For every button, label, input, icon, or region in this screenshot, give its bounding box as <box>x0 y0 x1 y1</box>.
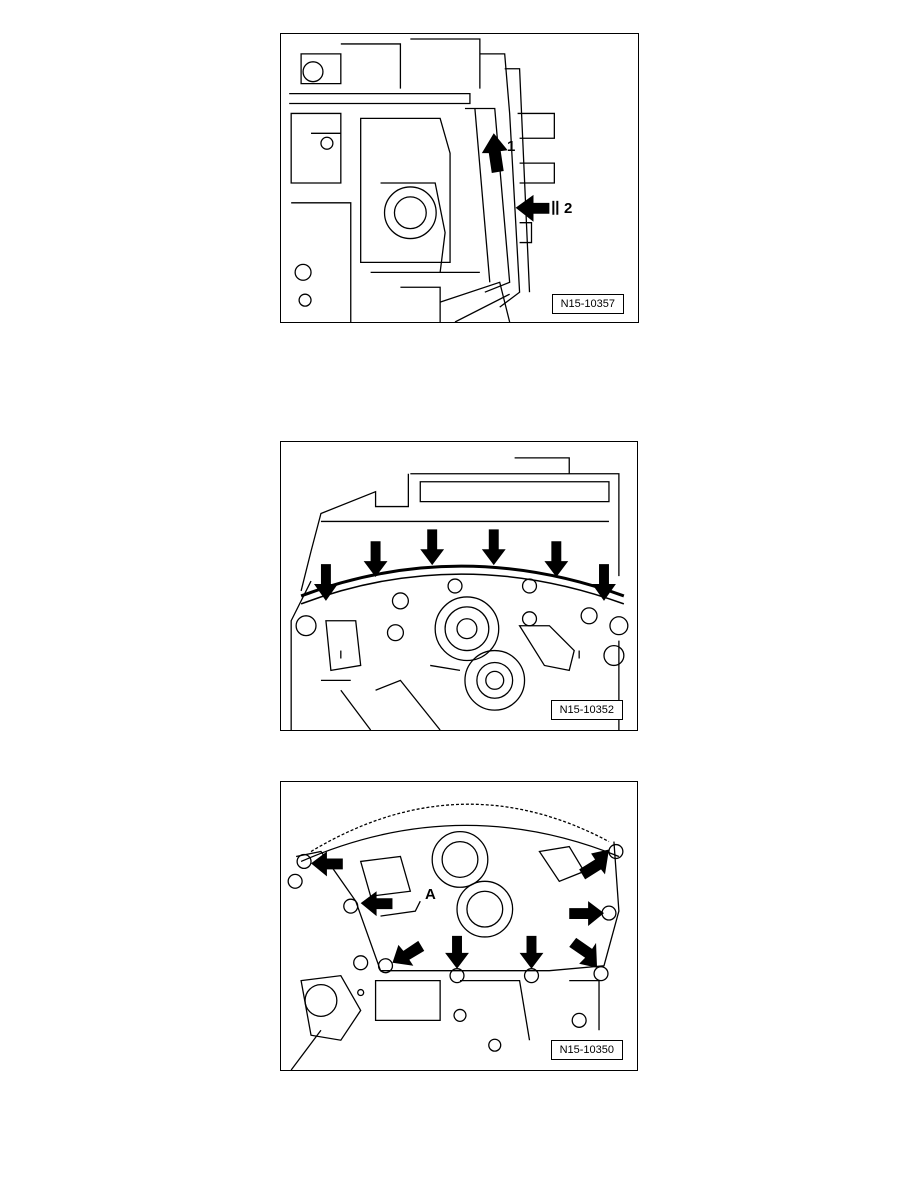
down-arrow-icon <box>445 935 469 969</box>
right-arrow-icon <box>569 901 604 926</box>
engine-cover-side-drawing <box>289 38 559 322</box>
down-arrow-icon <box>592 564 616 601</box>
left-arrow-icon <box>311 851 343 877</box>
diagonal-arrow-icon <box>392 940 425 966</box>
figure-number-label: N15-10357 <box>551 294 624 314</box>
bolt-arrow-icons <box>311 849 609 969</box>
down-arrow-icon <box>519 935 544 969</box>
illustration-figure-1: 1 2 N15-10357 <box>280 33 639 323</box>
illustration-figure-2: N15-10352 <box>280 441 638 731</box>
callout-a: A <box>425 886 436 903</box>
down-arrow-icon <box>481 529 506 566</box>
diagonal-arrow-icon <box>579 849 609 880</box>
figure-number-label: N15-10352 <box>550 700 623 720</box>
diagonal-arrow-icon <box>569 937 598 968</box>
cylinder-head-cover-drawing <box>290 457 629 730</box>
callout-1: 1 <box>507 138 516 155</box>
arrow-2-icon <box>515 194 559 222</box>
down-arrow-icon <box>544 541 569 578</box>
down-arrow-icon <box>420 529 445 566</box>
down-arrow-icon <box>363 541 388 578</box>
left-arrow-icon <box>360 891 393 917</box>
down-arrow-icons <box>314 529 616 601</box>
timing-case-bolts-drawing <box>287 803 624 1070</box>
arrow-1-icon <box>481 133 508 174</box>
illustration-figure-3: A N15-10350 <box>280 781 638 1071</box>
callout-2: 2 <box>564 200 573 217</box>
down-arrow-icon <box>314 564 338 601</box>
figure-number-label: N15-10350 <box>550 1040 623 1060</box>
